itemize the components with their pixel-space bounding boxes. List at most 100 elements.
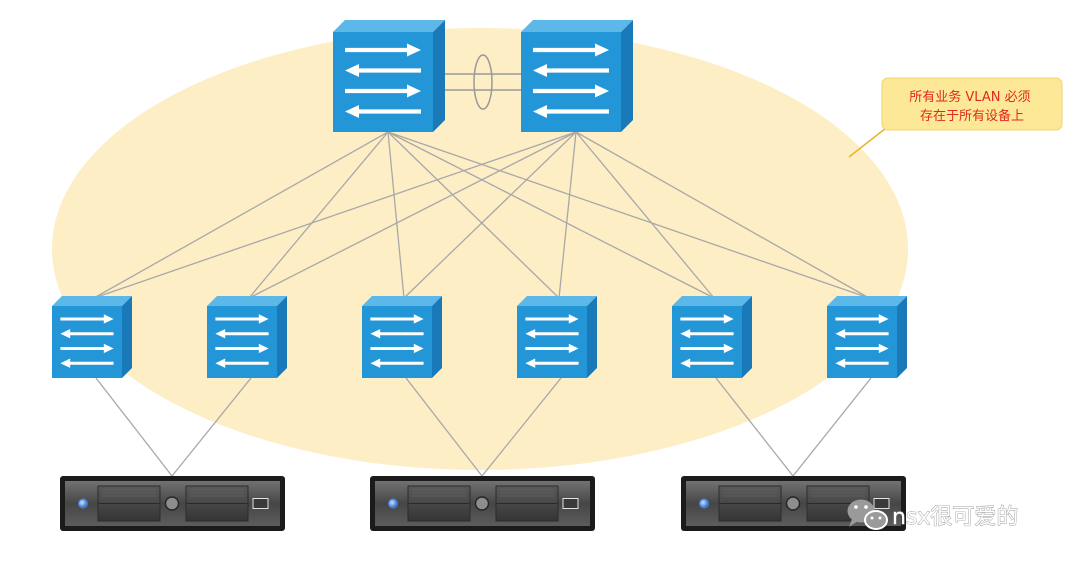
access-server-link <box>171 377 252 477</box>
arrow-head <box>60 358 71 368</box>
callout-text: 所有业务 VLAN 必须 存在于所有设备上 <box>909 89 1034 124</box>
arrow-left-icon <box>835 358 889 368</box>
arrow-right-icon <box>525 314 579 324</box>
arrow-right-icon <box>345 43 421 57</box>
arrow-right-icon <box>680 314 734 324</box>
links-layer <box>93 131 872 477</box>
arrow-head <box>345 64 359 77</box>
arrow-head <box>723 343 734 354</box>
callout-line-2: 存在于所有设备上 <box>920 108 1024 124</box>
access-switch-icon <box>362 296 442 378</box>
arrow-right-icon <box>370 314 424 324</box>
wechat-eye <box>878 516 882 520</box>
arrow-head <box>835 358 846 368</box>
core-access-link <box>248 131 577 299</box>
switch-top-face <box>521 20 633 32</box>
arrow-left-icon <box>345 64 421 77</box>
switch-side-face <box>432 296 442 378</box>
access-server-link <box>95 377 173 477</box>
arrow-left-icon <box>370 358 424 368</box>
wechat-bubble-tail <box>849 519 858 527</box>
switch-top-face <box>672 296 752 306</box>
wechat-eye <box>864 505 868 509</box>
access-switch-icon <box>672 296 752 378</box>
arrow-head <box>568 343 579 354</box>
callout-leader-line <box>848 127 887 158</box>
arrow-head <box>103 343 114 354</box>
arrow-right-icon <box>215 343 269 354</box>
arrow-right-icon <box>680 343 734 354</box>
arrow-left-icon <box>215 329 269 339</box>
wechat-bubble-small <box>864 510 888 530</box>
wechat-icon <box>847 499 888 530</box>
access-switch-icon <box>517 296 597 378</box>
arrow-head <box>258 314 269 324</box>
core-access-link <box>575 131 870 299</box>
power-button-icon <box>785 496 801 511</box>
switch-side-face <box>277 296 287 378</box>
arrow-head <box>370 329 381 339</box>
core-access-link <box>387 131 870 299</box>
power-button-icon <box>164 496 180 511</box>
drive-bay <box>495 485 559 522</box>
switch-side-face <box>587 296 597 378</box>
link-aggregation-icon <box>473 54 493 110</box>
drive-bay <box>718 485 782 522</box>
core-access-link <box>387 131 715 299</box>
arrow-right-icon <box>835 314 889 324</box>
arrow-head <box>723 314 734 324</box>
arrow-head <box>595 84 609 98</box>
arrow-head <box>370 358 381 368</box>
core-access-link <box>558 131 577 299</box>
switch-side-face <box>897 296 907 378</box>
switch-side-face <box>621 20 633 132</box>
core-switch-icon <box>333 20 445 132</box>
switch-top-face <box>333 20 445 32</box>
switch-top-face <box>52 296 132 306</box>
switch-top-face <box>517 296 597 306</box>
arrow-head <box>835 329 846 339</box>
switch-side-face <box>742 296 752 378</box>
arrow-right-icon <box>370 343 424 354</box>
switch-front-face <box>333 32 433 132</box>
power-button-icon <box>474 496 490 511</box>
rack-server-icon <box>370 476 595 531</box>
arrow-head <box>407 43 421 57</box>
callout-box <box>881 77 1063 131</box>
arrow-right-icon <box>525 343 579 354</box>
arrow-right-icon <box>533 84 609 98</box>
callout-line-1: 所有业务 VLAN 必须 <box>909 89 1030 105</box>
core-access-link <box>575 131 715 299</box>
usb-port-icon <box>873 498 890 509</box>
switch-front-face <box>52 306 122 378</box>
arrow-right-icon <box>533 43 609 57</box>
drive-bay <box>407 485 471 522</box>
arrow-right-icon <box>60 314 114 324</box>
switch-top-face <box>827 296 907 306</box>
access-server-link <box>792 377 872 477</box>
arrow-head <box>878 343 889 354</box>
arrow-left-icon <box>525 358 579 368</box>
arrow-head <box>413 343 424 354</box>
arrow-head <box>878 314 889 324</box>
switch-side-face <box>122 296 132 378</box>
arrow-left-icon <box>525 329 579 339</box>
wechat-eye <box>854 505 858 509</box>
core-access-link <box>93 131 577 299</box>
core-switch-icon <box>521 20 633 132</box>
arrow-head <box>215 329 226 339</box>
arrow-head <box>525 358 536 368</box>
arrow-left-icon <box>680 329 734 339</box>
switch-top-face <box>207 296 287 306</box>
arrow-left-icon <box>680 358 734 368</box>
arrow-right-icon <box>835 343 889 354</box>
usb-port-icon <box>252 498 269 509</box>
arrow-left-icon <box>60 358 114 368</box>
access-switch-icon <box>52 296 132 378</box>
switch-top-face <box>362 296 442 306</box>
access-switch-icon <box>207 296 287 378</box>
arrow-left-icon <box>370 329 424 339</box>
core-access-link <box>387 131 405 299</box>
arrow-left-icon <box>835 329 889 339</box>
